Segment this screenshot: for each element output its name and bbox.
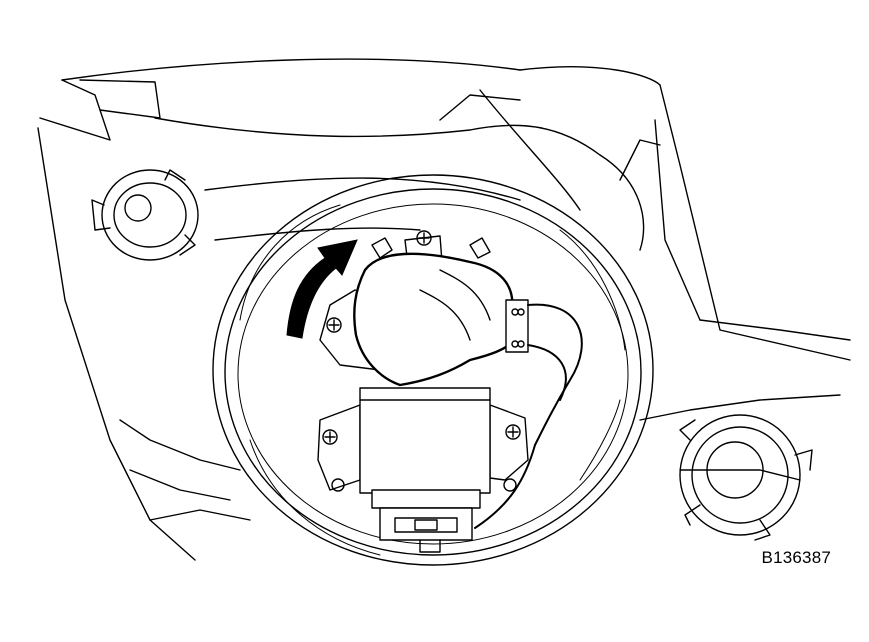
curved-arrow-icon [286,239,358,339]
control-unit [317,387,529,553]
lamp-opening-ring [212,174,654,566]
left-bulb-socket [91,169,199,261]
right-bulb-socket [679,414,813,541]
wiring-harness [474,303,583,529]
rotation-arrow [286,239,358,339]
headlamp-housing [37,58,851,561]
figure-id-label: B136387 [761,548,831,567]
leveling-motor [353,252,529,387]
